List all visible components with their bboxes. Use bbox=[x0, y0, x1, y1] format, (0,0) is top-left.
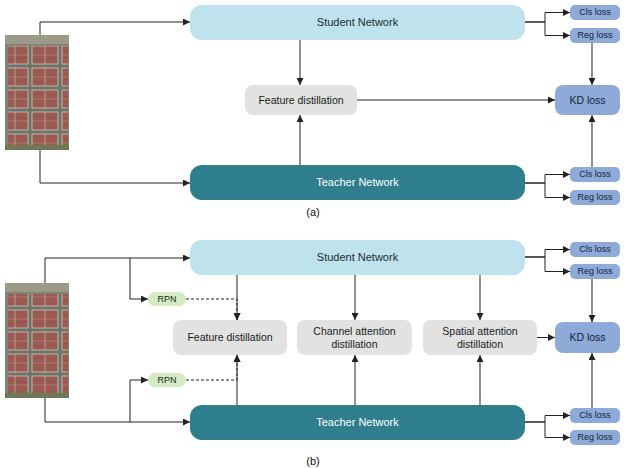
connector bbox=[592, 279, 593, 322]
node-text: Teacher Network bbox=[316, 416, 399, 429]
node-text: KD loss bbox=[569, 94, 605, 106]
node-text: Reg loss bbox=[577, 30, 612, 40]
panel-caption: (a) bbox=[293, 206, 333, 218]
node-text: Channel attention distillation bbox=[301, 325, 408, 349]
connector bbox=[300, 40, 301, 85]
node-text: Feature distillation bbox=[187, 331, 272, 343]
connector bbox=[480, 355, 481, 405]
node-text: Cls loss bbox=[579, 169, 611, 179]
node-text: Spatial attention distillation bbox=[427, 325, 533, 349]
node-text: Reg loss bbox=[577, 266, 612, 276]
node-text: Teacher Network bbox=[316, 176, 399, 189]
connector bbox=[300, 115, 301, 165]
loss-box: Reg loss bbox=[570, 430, 620, 445]
connector bbox=[525, 422, 570, 438]
connector bbox=[525, 13, 570, 23]
distillation-box: Feature distillation bbox=[245, 85, 357, 115]
loss-box: Cls loss bbox=[570, 5, 620, 20]
distillation-box: Channel attention distillation bbox=[297, 320, 412, 355]
loss-box: Cls loss bbox=[570, 167, 620, 182]
node-text: Cls loss bbox=[579, 410, 611, 420]
loss-box: Cls loss bbox=[570, 408, 620, 423]
distillation-box: Feature distillation bbox=[173, 320, 287, 355]
connector bbox=[186, 355, 237, 380]
satellite-image bbox=[5, 283, 69, 398]
connector bbox=[357, 100, 555, 101]
loss-box: KD loss bbox=[555, 85, 620, 115]
node-text: Cls loss bbox=[579, 7, 611, 17]
connector bbox=[525, 183, 570, 198]
connector bbox=[186, 299, 237, 320]
network-box: Teacher Network bbox=[190, 165, 525, 200]
rpn-box: RPN bbox=[148, 373, 186, 387]
connector bbox=[525, 257, 570, 272]
connector bbox=[355, 275, 356, 320]
connector bbox=[592, 43, 593, 85]
loss-box: Reg loss bbox=[570, 190, 620, 205]
node-text: Cls loss bbox=[579, 244, 611, 254]
connector bbox=[355, 355, 356, 405]
loss-box: KD loss bbox=[555, 322, 620, 353]
connector bbox=[525, 416, 570, 423]
input-wires bbox=[40, 22, 190, 422]
rpn-box: RPN bbox=[148, 292, 186, 306]
connector bbox=[592, 353, 593, 408]
distillation-box: Spatial attention distillation bbox=[423, 320, 537, 355]
node-text: KD loss bbox=[569, 331, 605, 343]
loss-box: Reg loss bbox=[570, 28, 620, 43]
node-text: RPN bbox=[157, 375, 176, 385]
panel-caption: (b) bbox=[293, 455, 333, 467]
loss-box: Reg loss bbox=[570, 264, 620, 279]
network-box: Teacher Network bbox=[190, 405, 525, 440]
node-text: Reg loss bbox=[577, 432, 612, 442]
connector bbox=[237, 275, 238, 320]
connector bbox=[525, 175, 570, 184]
connector bbox=[525, 22, 570, 36]
connector bbox=[537, 337, 555, 338]
connector bbox=[480, 275, 481, 320]
network-box: Student Network bbox=[190, 240, 525, 275]
node-text: Student Network bbox=[317, 16, 398, 29]
loss-box: Cls loss bbox=[570, 242, 620, 257]
satellite-image bbox=[5, 35, 69, 150]
connector bbox=[525, 250, 570, 258]
node-text: Feature distillation bbox=[258, 94, 343, 106]
connector bbox=[592, 115, 593, 167]
node-text: Reg loss bbox=[577, 192, 612, 202]
node-text: RPN bbox=[157, 294, 176, 304]
network-box: Student Network bbox=[190, 5, 525, 40]
node-text: Student Network bbox=[317, 251, 398, 264]
